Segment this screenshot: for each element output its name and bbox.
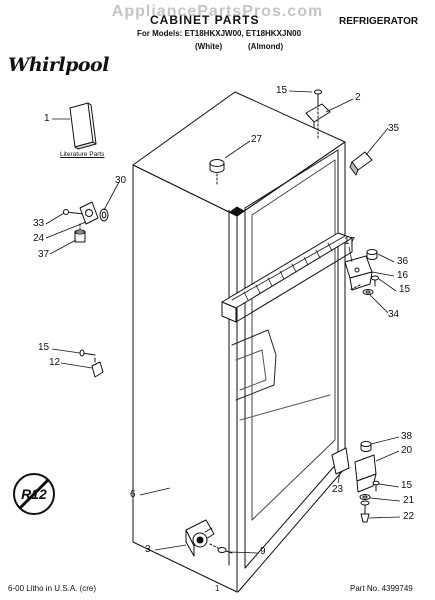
literature-parts-label: Literature Parts — [60, 151, 105, 158]
r12-refrigerant-symbol: R12 — [13, 473, 55, 515]
callout-38: 38 — [401, 431, 413, 442]
callout-15-left: 15 — [38, 342, 50, 353]
callout-2: 2 — [355, 92, 361, 103]
callout-34: 34 — [388, 309, 400, 320]
mullion-divider-bar — [221, 232, 353, 323]
part-number: Part No. 4399749 — [350, 584, 413, 593]
brand-logo: Whirlpool — [8, 54, 109, 76]
callout-36: 36 — [397, 256, 409, 267]
screw-clip — [79, 349, 104, 378]
callout-1: 1 — [44, 113, 50, 124]
callout-16: 16 — [397, 270, 409, 281]
leveler-assembly — [63, 201, 109, 243]
plug-button — [209, 159, 225, 187]
callout-15-bottom: 15 — [401, 480, 413, 491]
print-info: 6-00 Litho in U.S.A. (cre) — [8, 584, 97, 593]
callout-33: 33 — [33, 218, 45, 229]
callout-21: 21 — [403, 495, 415, 506]
watermark: AppliancePartsPros.com — [111, 3, 324, 20]
roller-assembly — [185, 519, 233, 557]
callout-37: 37 — [38, 249, 50, 260]
callout-22: 22 — [403, 511, 415, 522]
callout-35: 35 — [388, 123, 400, 134]
callout-30: 30 — [115, 175, 127, 186]
callout-15-center: 15 — [399, 284, 411, 295]
callout-12: 12 — [49, 357, 61, 368]
cabinet-body — [132, 91, 346, 593]
hinge-cover — [349, 151, 373, 176]
callout-3: 3 — [145, 544, 151, 555]
callout-9: 9 — [260, 546, 266, 557]
callout-24: 24 — [33, 233, 45, 244]
model-list: For Models: ET18HKXJW00, ET18HKXJN00 — [137, 29, 302, 38]
product-type: REFRIGERATOR — [339, 16, 419, 27]
callout-20: 20 — [401, 445, 413, 456]
callout-15-top: 15 — [276, 85, 288, 96]
callout-6: 6 — [130, 489, 136, 500]
callout-27: 27 — [251, 134, 263, 145]
page-number: 1 — [215, 584, 220, 593]
literature-booklet — [69, 102, 97, 150]
bottom-hinge — [331, 441, 380, 523]
diagram-title: CABINET PARTS — [150, 13, 260, 27]
color-white-label: (White) — [195, 42, 223, 51]
callout-23: 23 — [332, 484, 344, 495]
color-almond-label: (Almond) — [248, 42, 284, 51]
callout-17: 17 — [344, 236, 356, 247]
top-hinge — [305, 89, 331, 139]
